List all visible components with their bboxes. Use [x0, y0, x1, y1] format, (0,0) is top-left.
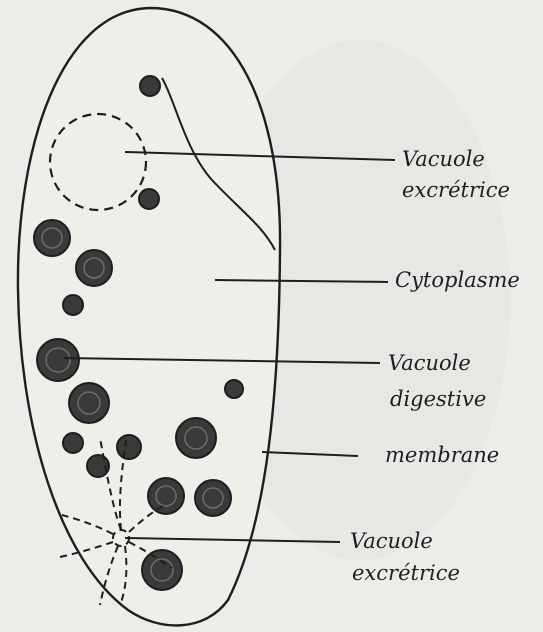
- vacuole-dot: [63, 433, 83, 453]
- label-membrane: membrane: [385, 443, 499, 467]
- label-excretory-vacuole-top-line1: Vacuole: [402, 147, 485, 171]
- vacuole-dot: [34, 220, 70, 256]
- label-cytoplasm: Cytoplasme: [395, 268, 520, 292]
- vacuole-dot: [142, 550, 182, 590]
- label-excretory-vacuole-bottom-line1: Vacuole: [350, 529, 433, 553]
- vacuole-dot: [195, 480, 231, 516]
- vacuole-dot: [176, 418, 216, 458]
- vacuole-dot: [76, 250, 112, 286]
- vacuole-dot: [148, 478, 184, 514]
- vacuole-dot: [225, 380, 243, 398]
- vacuole-dot: [140, 76, 160, 96]
- vacuole-dot: [69, 383, 109, 423]
- vacuole-dot: [139, 189, 159, 209]
- label-digestive-vacuole-line1: Vacuole: [388, 351, 471, 375]
- vacuole-dot: [63, 295, 83, 315]
- label-excretory-vacuole-bottom-line2: excrétrice: [352, 561, 460, 585]
- vacuole-dot: [117, 435, 141, 459]
- label-excretory-vacuole-top-line2: excrétrice: [402, 178, 510, 202]
- label-digestive-vacuole-line2: digestive: [390, 387, 486, 411]
- vacuole-dot: [37, 339, 79, 381]
